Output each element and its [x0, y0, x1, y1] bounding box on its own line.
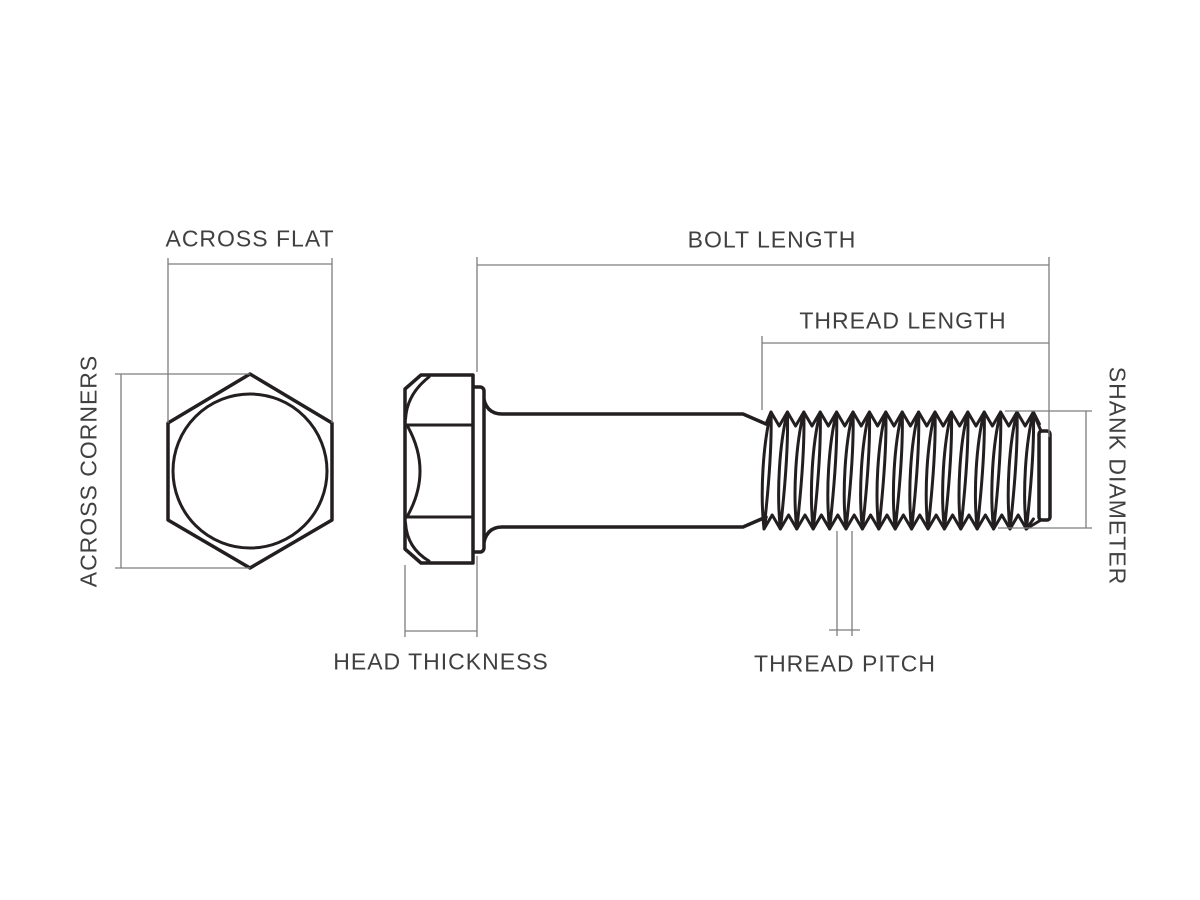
- thread-pitch-extension-lines: [836, 531, 853, 636]
- shank-bottom-edge: [481, 515, 768, 550]
- shank-diameter-label: SHANK DIAMETER: [1104, 366, 1131, 586]
- dim-head-thickness: [404, 556, 478, 637]
- thread-bottom-crests: [762, 513, 1035, 531]
- across-flat-label: ACROSS FLAT: [165, 225, 335, 252]
- dimension-lines: [115, 257, 1092, 637]
- shank-top-edge: [481, 392, 768, 426]
- head-facet-lines: [403, 423, 475, 519]
- threaded-section: [760, 410, 1041, 531]
- thread-length-label: THREAD LENGTH: [799, 307, 1007, 334]
- shank-diameter-extension-lines: [998, 410, 1092, 529]
- dim-across-flat: [167, 258, 333, 423]
- dim-shank-diameter: [998, 410, 1092, 529]
- hex-head-side-view: [403, 373, 475, 565]
- across-flat-extension-lines: [167, 258, 333, 423]
- head-thickness-extension-lines: [404, 556, 478, 637]
- thread-pitch-label: THREAD PITCH: [754, 650, 936, 677]
- dim-thread-pitch: [829, 531, 860, 636]
- bolt-side-view: [403, 373, 1052, 565]
- inscribed-circle: [171, 392, 329, 550]
- bolt-length-extension-lines: [476, 257, 1050, 437]
- dim-across-corners: [115, 373, 250, 569]
- hex-head-outline: [166, 372, 334, 570]
- dim-bolt-length: [476, 257, 1050, 437]
- shank: [481, 392, 768, 550]
- hex-head-front-view: [166, 372, 334, 570]
- thread-top-crests: [764, 410, 1041, 428]
- head-outline: [403, 373, 475, 565]
- head-chamfer-arcs: [404, 375, 431, 563]
- tip-end-face: [1037, 429, 1052, 522]
- across-corners-label: ACROSS CORNERS: [75, 354, 102, 588]
- thread-helix-lines: [760, 410, 1036, 531]
- bolt-length-label: BOLT LENGTH: [687, 226, 857, 253]
- head-thickness-label: HEAD THICKNESS: [333, 648, 549, 675]
- across-corners-extension-lines: [115, 373, 250, 569]
- dim-thread-length: [761, 336, 1049, 410]
